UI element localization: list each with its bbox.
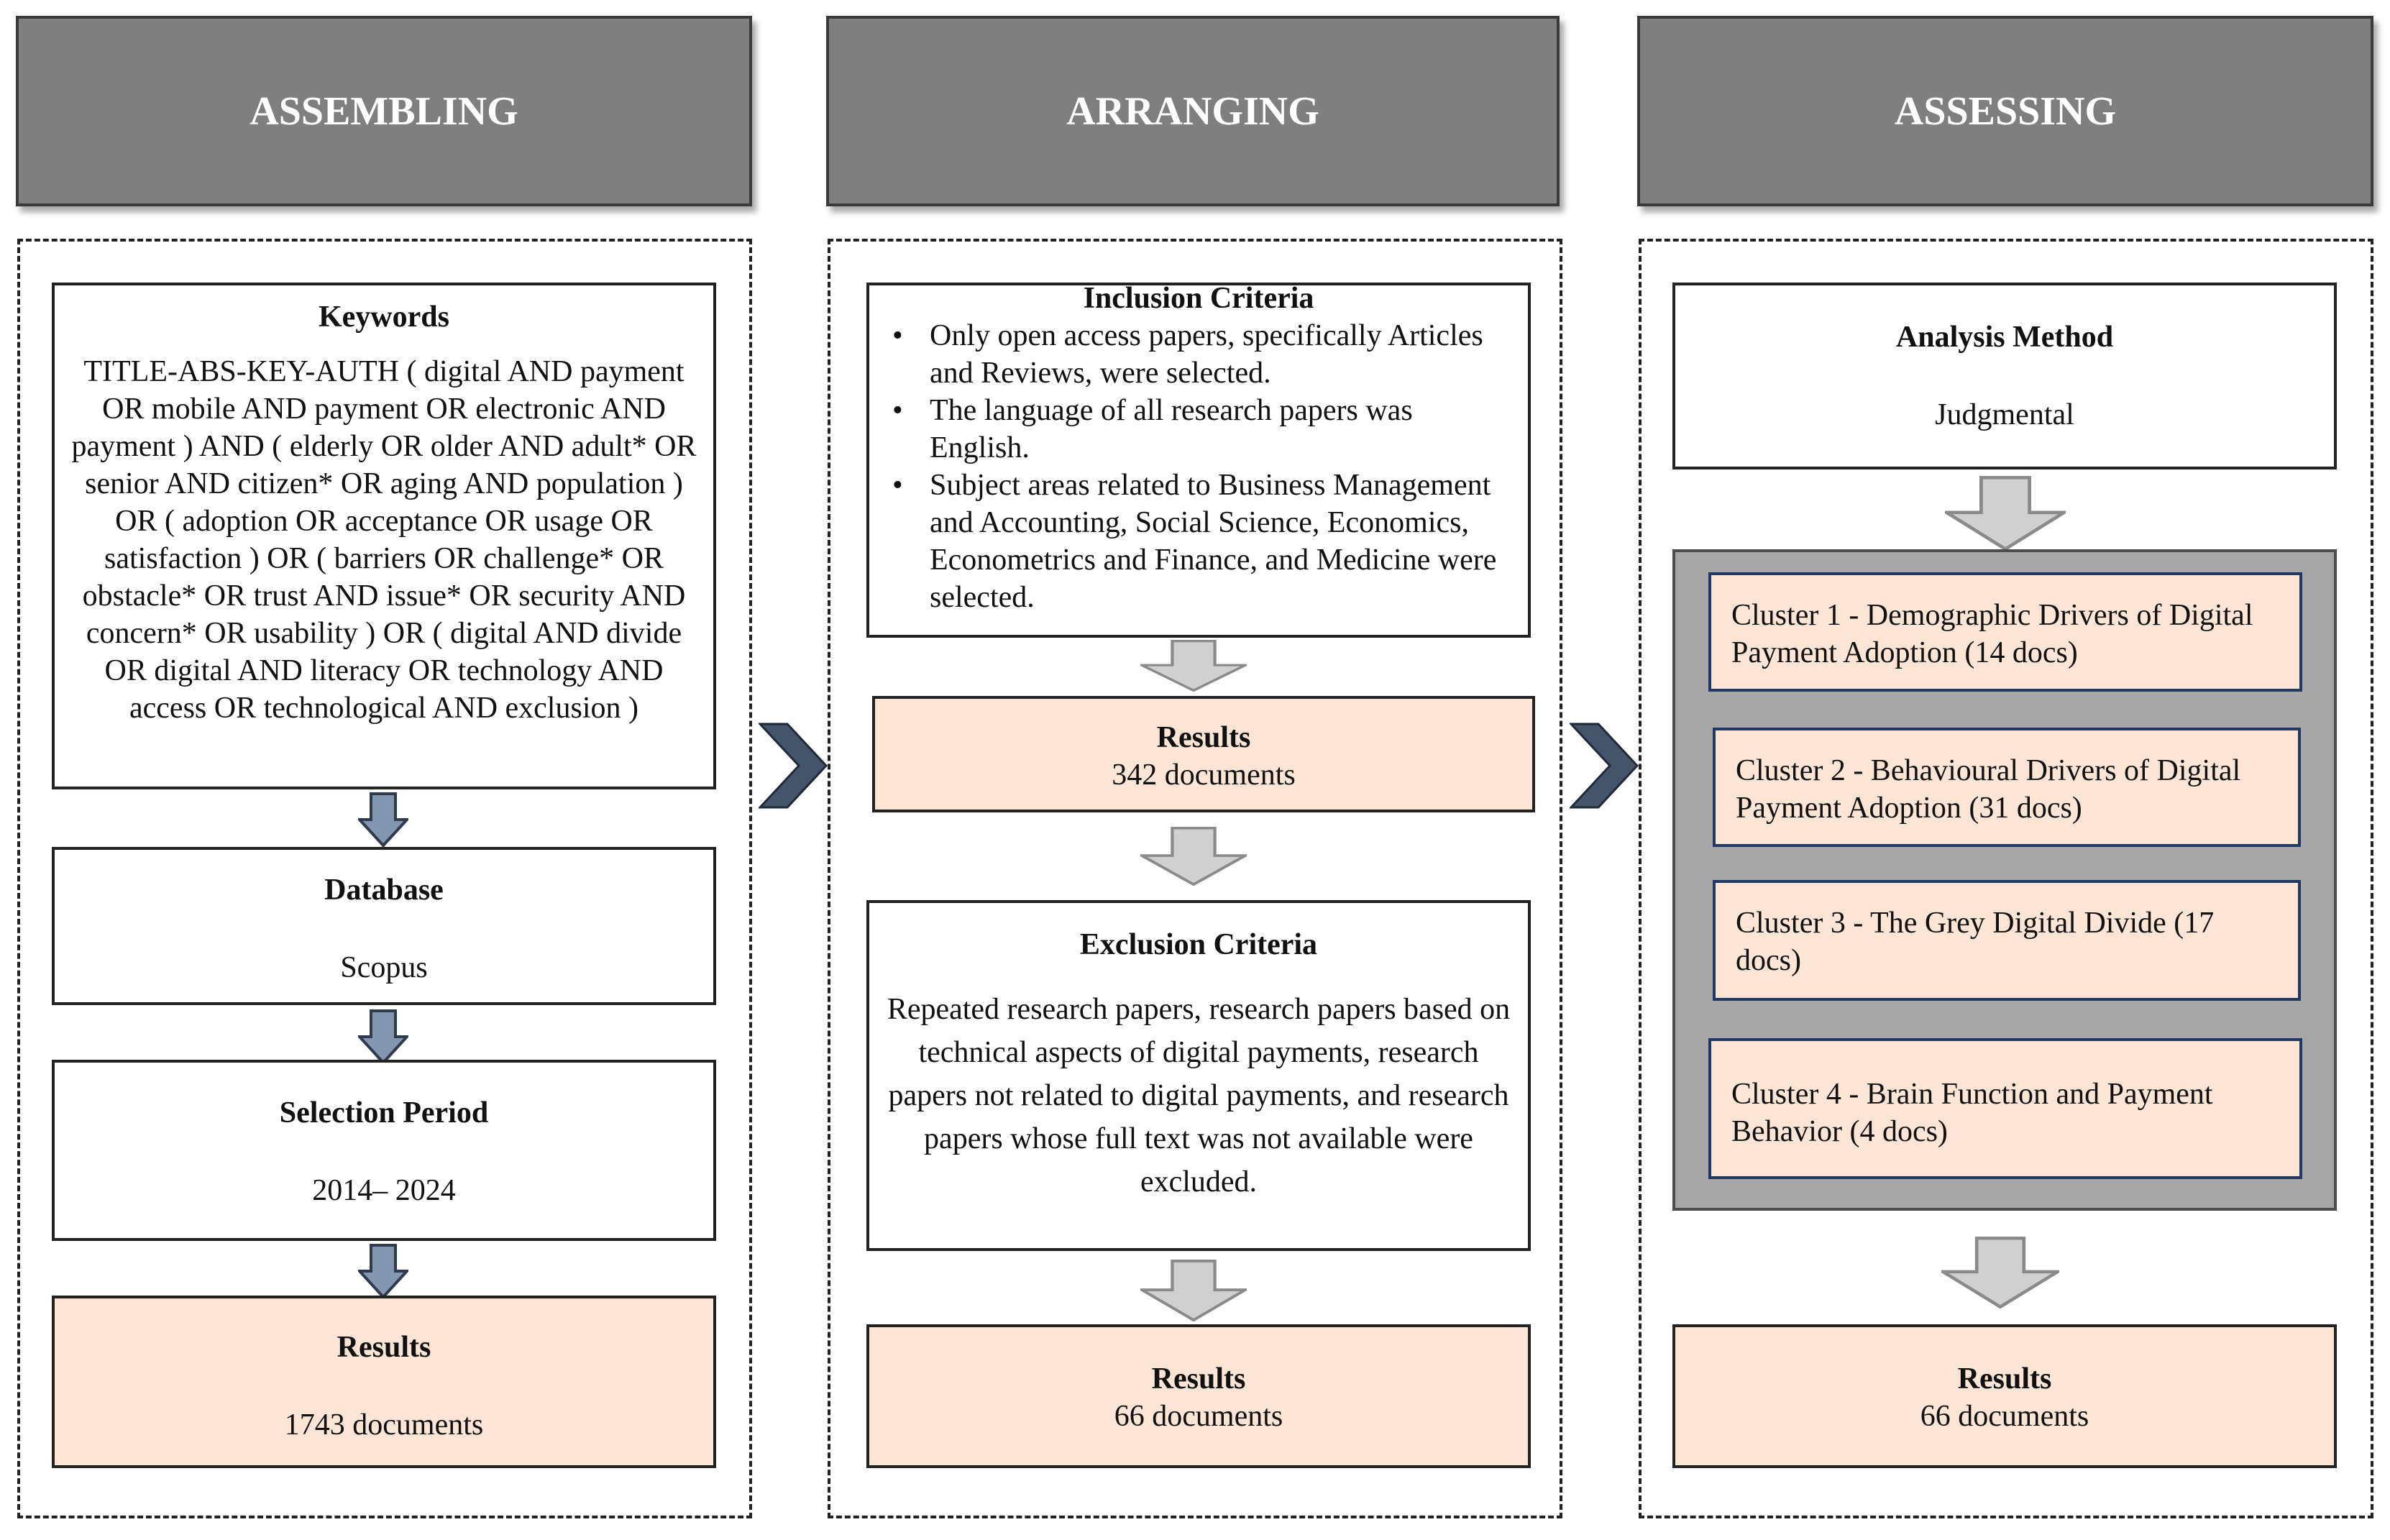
down-arrow-icon (1945, 476, 2066, 551)
cluster-label: Cluster 4 - Brain Function and Payment B… (1731, 1078, 2213, 1148)
results-box-assembling: Results 1743 documents (52, 1296, 716, 1468)
cluster-label: Cluster 2 - Behavioural Drivers of Digit… (1736, 754, 2241, 825)
chevron-right-icon (1570, 723, 1639, 809)
results-title: Results (336, 1331, 431, 1364)
header-arranging: ARRANGING (826, 16, 1560, 206)
inclusion-criteria-list: Only open access papers, specifically Ar… (879, 317, 1518, 616)
header-assembling: ASSEMBLING (16, 16, 752, 206)
cluster-label: Cluster 3 - The Grey Digital Divide (17 … (1736, 907, 2215, 977)
analysis-method-value: Judgmental (1935, 398, 2074, 431)
results-value: 66 documents (1920, 1400, 2089, 1433)
cluster-label: Cluster 1 - Demographic Drivers of Digit… (1731, 599, 2253, 669)
down-arrow-icon (1140, 640, 1247, 692)
cluster-1: Cluster 1 - Demographic Drivers of Digit… (1708, 572, 2302, 692)
database-title: Database (324, 874, 444, 907)
header-assembling-label: ASSEMBLING (249, 88, 518, 134)
keywords-text: TITLE-ABS-KEY-AUTH ( digital AND payment… (71, 355, 697, 725)
down-arrow-icon (358, 1244, 408, 1298)
database-value: Scopus (340, 951, 428, 984)
exclusion-criteria-box: Exclusion Criteria Repeated research pap… (866, 900, 1531, 1251)
panel-assessing (1639, 239, 2373, 1518)
keywords-box: Keywords TITLE-ABS-KEY-AUTH ( digital AN… (52, 283, 716, 789)
down-arrow-icon (358, 1009, 408, 1064)
header-arranging-label: ARRANGING (1066, 88, 1319, 134)
analysis-method-box: Analysis Method Judgmental (1672, 283, 2337, 469)
panel-arranging (828, 239, 1562, 1518)
inclusion-criteria-box: Inclusion Criteria Only open access pape… (866, 282, 1531, 638)
exclusion-criteria-text: Repeated research papers, research paper… (887, 993, 1511, 1198)
down-arrow-icon (1941, 1237, 2059, 1308)
inclusion-criteria-item: Subject areas related to Business Manage… (892, 467, 1518, 616)
selection-period-title: Selection Period (279, 1096, 489, 1129)
results-title: Results (1156, 721, 1251, 754)
chevron-right-icon (759, 723, 828, 809)
clusters-container: Cluster 1 - Demographic Drivers of Digit… (1672, 549, 2337, 1211)
results-title: Results (1957, 1362, 2052, 1395)
results-title: Results (1151, 1362, 1246, 1395)
cluster-3: Cluster 3 - The Grey Digital Divide (17 … (1713, 880, 2301, 1001)
results-box-arranging-1: Results 342 documents (872, 696, 1535, 812)
exclusion-criteria-title: Exclusion Criteria (1079, 928, 1318, 961)
results-value: 66 documents (1114, 1400, 1283, 1433)
inclusion-criteria-item: The language of all research papers was … (892, 392, 1518, 467)
down-arrow-icon (1140, 1260, 1247, 1321)
panel-assembling (17, 239, 752, 1518)
down-arrow-icon (358, 792, 408, 847)
selection-period-value: 2014– 2024 (312, 1174, 456, 1207)
results-value: 1743 documents (284, 1408, 484, 1442)
database-box: Database Scopus (52, 847, 716, 1005)
cluster-2: Cluster 2 - Behavioural Drivers of Digit… (1713, 728, 2301, 847)
inclusion-criteria-item: Only open access papers, specifically Ar… (892, 317, 1518, 392)
cluster-4: Cluster 4 - Brain Function and Payment B… (1708, 1038, 2302, 1179)
results-box-assessing: Results 66 documents (1672, 1324, 2337, 1468)
down-arrow-icon (1140, 827, 1247, 886)
keywords-title: Keywords (319, 301, 449, 334)
results-value: 342 documents (1112, 758, 1296, 792)
analysis-method-title: Analysis Method (1895, 321, 2114, 354)
inclusion-criteria-title: Inclusion Criteria (1083, 282, 1314, 315)
header-assessing-label: ASSESSING (1894, 88, 2117, 134)
selection-period-box: Selection Period 2014– 2024 (52, 1060, 716, 1241)
results-box-arranging-2: Results 66 documents (866, 1324, 1531, 1468)
header-assessing: ASSESSING (1637, 16, 2373, 206)
